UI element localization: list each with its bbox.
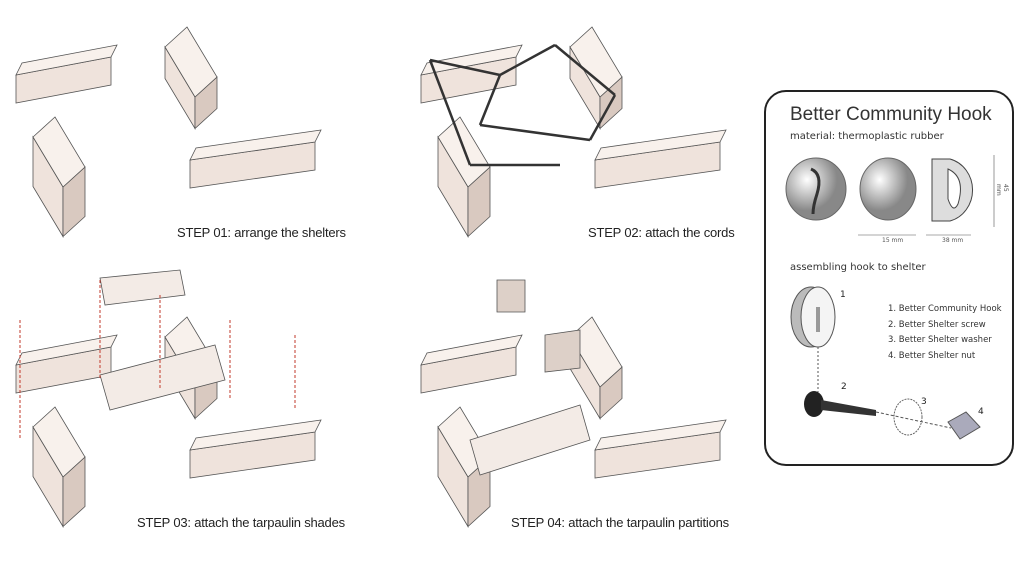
shelter-roof [569, 316, 623, 388]
assembly-illustration [790, 286, 981, 440]
tarpaulin-partition [496, 279, 526, 313]
tarpaulin-partition [544, 329, 581, 373]
shelter-roof [189, 419, 322, 451]
step-01-label: STEP 01: arrange the shelters [177, 225, 346, 240]
hook-info-panel: Better Community Hook material: thermopl… [764, 90, 1014, 466]
shelter-roof [420, 334, 523, 366]
tarpaulin-shade [99, 269, 186, 306]
hook-views-illustration [785, 155, 995, 236]
cord [499, 43, 556, 77]
tarpaulin-shade [469, 404, 591, 476]
cord [554, 44, 616, 96]
parts-list: 1. Better Community Hook 2. Better Shelt… [888, 302, 1002, 364]
step-02-label: STEP 02: attach the cords [588, 225, 735, 240]
callout-3: 3 [921, 397, 927, 407]
cord [588, 94, 617, 141]
dimension-height: 45 mm [995, 184, 1009, 196]
callout-4: 4 [978, 407, 984, 417]
shelter-roof [15, 44, 118, 76]
part-3: 3. Better Shelter washer [888, 335, 992, 345]
panel-title: Better Community Hook [790, 104, 992, 125]
step-04-label: STEP 04: attach the tarpaulin partitions [511, 515, 729, 530]
cord [478, 74, 502, 126]
shelter-roof [164, 26, 218, 98]
dimension-width: 15 mm [882, 237, 904, 244]
shelter-roof [32, 116, 86, 188]
callout-1: 1 [840, 290, 846, 300]
part-1: 1. Better Community Hook [888, 304, 1002, 314]
shelter-roof [32, 406, 86, 478]
shelter-roof [189, 129, 322, 161]
cord [479, 123, 591, 142]
shelter-roof [594, 419, 727, 451]
shelter-roof [594, 129, 727, 161]
shelter-roof [569, 26, 623, 98]
assembly-diagrams [15, 26, 727, 528]
shelter-roof [420, 44, 523, 76]
cord [429, 58, 501, 77]
cord [428, 59, 472, 166]
tarpaulin-shade [99, 344, 226, 411]
assembly-title: assembling hook to shelter [790, 262, 926, 273]
part-4: 4. Better Shelter nut [888, 350, 976, 361]
part-2: 2. Better Shelter screw [888, 319, 986, 330]
step-03-label: STEP 03: attach the tarpaulin shades [137, 515, 345, 530]
callout-2: 2 [841, 382, 847, 392]
dimension-depth: 38 mm [942, 237, 964, 244]
material-label: material: thermoplastic rubber [790, 131, 944, 142]
